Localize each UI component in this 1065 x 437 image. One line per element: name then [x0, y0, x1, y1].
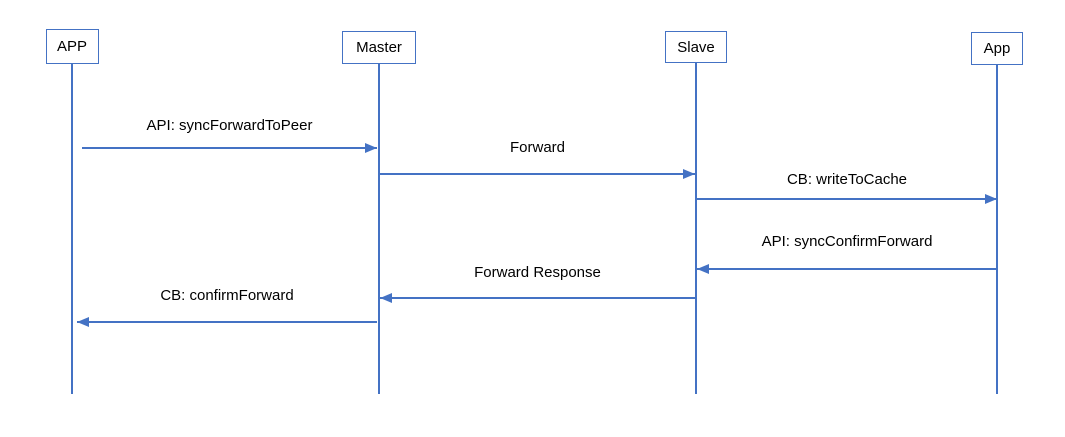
message-label: CB: writeToCache	[786, 171, 908, 188]
actor-box-app-left: APP	[45, 29, 99, 64]
lifeline-app-right	[996, 65, 998, 394]
arrowhead	[365, 143, 377, 153]
message-line	[380, 173, 695, 175]
message-line	[697, 198, 997, 200]
message-label: Forward Response	[474, 264, 601, 281]
arrowhead	[77, 317, 89, 327]
message-label: API: syncConfirmForward	[761, 233, 933, 250]
message-line	[82, 147, 377, 149]
message-label: Forward	[509, 139, 566, 156]
lifeline-app-left	[71, 64, 73, 394]
actor-box-master: Master	[342, 31, 416, 64]
actor-box-app-right: App	[971, 32, 1023, 65]
message-line	[380, 297, 695, 299]
arrowhead	[683, 169, 695, 179]
message-label: CB: confirmForward	[160, 287, 294, 304]
message-line	[77, 321, 377, 323]
lifeline-slave	[695, 63, 697, 394]
message-label: API: syncForwardToPeer	[146, 117, 313, 134]
message-line	[697, 268, 997, 270]
arrowhead	[985, 194, 997, 204]
actor-box-slave: Slave	[665, 31, 727, 63]
arrowhead	[697, 264, 709, 274]
lifeline-master	[378, 64, 380, 394]
arrowhead	[380, 293, 392, 303]
